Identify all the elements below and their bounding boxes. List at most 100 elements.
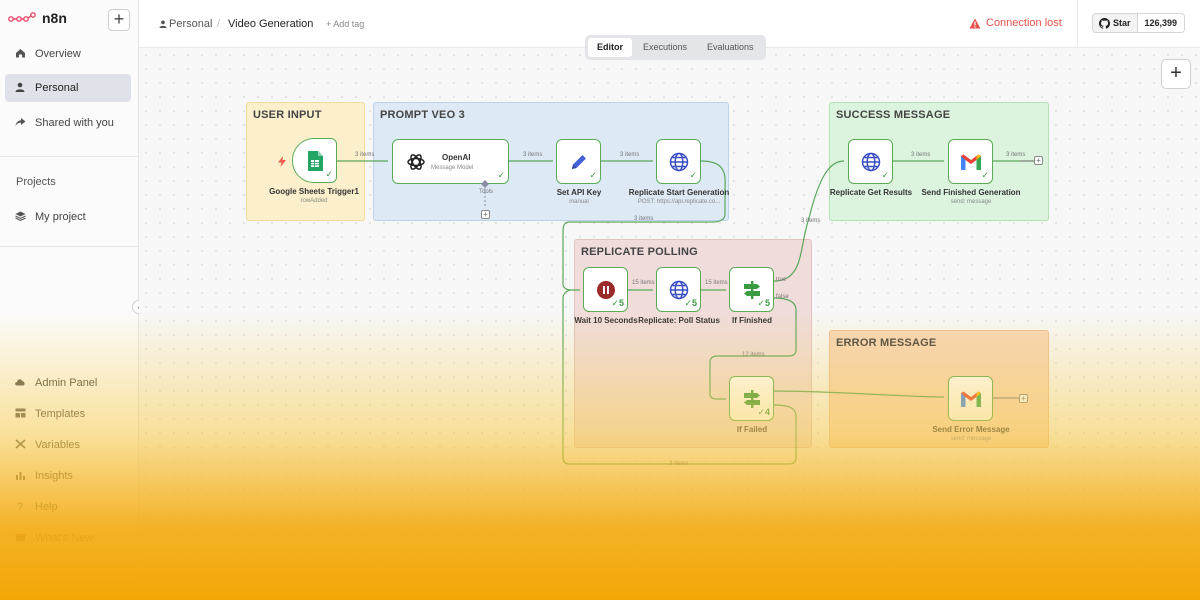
tab-evaluations[interactable]: Evaluations xyxy=(707,42,754,52)
pause-icon xyxy=(596,280,615,299)
warning-icon xyxy=(969,18,981,28)
node-subtitle: send: message xyxy=(950,436,992,442)
insights-icon xyxy=(14,470,26,483)
sidebar-item-label: Admin Panel xyxy=(35,377,98,389)
add-node-panel-button[interactable]: + xyxy=(1161,59,1191,89)
node-label: If Failed xyxy=(736,425,768,434)
edge-label: 3 items xyxy=(669,461,689,467)
editor-tabs: Editor Executions Evaluations xyxy=(585,35,766,60)
sidebar-item-variables[interactable]: Variables xyxy=(5,431,131,459)
connection-status-label: Connection lost xyxy=(986,17,1062,29)
workflow-canvas[interactable]: USER INPUT PROMPT VEO 3 SUCCESS MESSAGE … xyxy=(139,35,1200,600)
openai-icon xyxy=(407,154,425,170)
success-check-icon: ✓ xyxy=(981,170,989,180)
breadcrumb-owner[interactable]: Personal xyxy=(159,18,212,30)
edge-label: 3 items xyxy=(620,152,640,158)
edge-label: 3 items xyxy=(1006,152,1026,158)
add-node-button[interactable]: + xyxy=(1034,156,1043,165)
workflow-name[interactable]: Video Generation xyxy=(228,18,314,30)
node-replicate-start-generation[interactable]: ✓ xyxy=(656,139,701,184)
edge-label: 3 items xyxy=(911,152,931,158)
sidebar-item-label: Overview xyxy=(35,48,81,60)
add-tag-button[interactable]: + Add tag xyxy=(326,19,365,29)
if-split-icon xyxy=(743,280,760,299)
breadcrumb-owner-label: Personal xyxy=(169,18,213,30)
edge-label: 3 items xyxy=(355,152,375,158)
projects-title: Projects xyxy=(16,176,56,188)
node-subtitle: send: message xyxy=(950,199,992,205)
sidebar-item-label: Variables xyxy=(35,439,81,451)
edge-label: 3 items xyxy=(634,216,654,222)
edge-label: 12 items xyxy=(742,352,765,358)
node-label: Replicate Start Generation xyxy=(628,188,730,197)
sidebar-item-my-project[interactable]: My project xyxy=(5,203,131,231)
github-star-count: 126,399 xyxy=(1137,14,1185,32)
github-star-widget[interactable]: Star 126,399 xyxy=(1092,13,1186,33)
github-star-button[interactable]: Star xyxy=(1093,14,1138,32)
node-send-finished-generation[interactable]: ✓ xyxy=(948,139,993,184)
sidebar-item-label: Shared with you xyxy=(35,117,114,129)
sidebar: n8n + Overview Personal Shared with you … xyxy=(0,0,146,600)
sidebar-item-templates[interactable]: Templates xyxy=(5,400,131,428)
sidebar-item-help[interactable]: ? Help xyxy=(5,493,131,521)
sidebar-item-label: Personal xyxy=(35,82,79,94)
node-label: Send Finished Generation xyxy=(921,188,1021,197)
success-check-icon: ✓ xyxy=(689,170,697,180)
sidebar-item-label: Help xyxy=(35,501,58,513)
node-subtitle: rowAdded xyxy=(300,198,328,204)
node-wait-10-seconds[interactable]: ✓5 xyxy=(583,267,628,312)
layers-icon xyxy=(14,211,26,224)
node-label: Google Sheets Trigger1 xyxy=(269,187,359,196)
node-label: Send Error Message xyxy=(932,425,1010,434)
node-replicate-poll-status[interactable]: ✓5 xyxy=(656,267,701,312)
node-openai[interactable]: OpenAI Message Model ✓ xyxy=(392,139,509,184)
sidebar-divider xyxy=(0,156,139,157)
success-check-icon: ✓ xyxy=(497,170,505,180)
sidebar-divider xyxy=(0,246,139,247)
gift-icon xyxy=(14,532,26,545)
templates-icon xyxy=(14,408,26,421)
sidebar-item-personal[interactable]: Personal xyxy=(5,74,131,102)
tools-connector-icon xyxy=(481,180,489,188)
user-icon xyxy=(159,20,167,28)
sidebar-item-overview[interactable]: Overview xyxy=(5,40,131,68)
success-check-icon: ✓5 xyxy=(611,298,624,308)
sidebar-item-insights[interactable]: Insights xyxy=(5,462,131,490)
node-google-sheets-trigger[interactable]: ✓ xyxy=(292,138,337,183)
edge-label: 3 items xyxy=(523,152,543,158)
sidebar-item-label: Insights xyxy=(35,470,73,482)
if-split-icon xyxy=(743,389,760,408)
sidebar-item-admin-panel[interactable]: Admin Panel xyxy=(5,369,131,397)
sidebar-item-whats-new[interactable]: What's New xyxy=(5,524,131,552)
tab-executions[interactable]: Executions xyxy=(643,42,688,52)
add-tool-button[interactable]: + xyxy=(481,210,490,219)
node-subtitle: Message Model xyxy=(431,165,474,171)
node-if-finished[interactable]: ✓5 xyxy=(729,267,774,312)
node-set-api-key[interactable]: ✓ xyxy=(556,139,601,184)
tab-editor[interactable]: Editor xyxy=(588,38,632,57)
success-check-icon: ✓4 xyxy=(757,407,770,417)
share-icon xyxy=(14,117,26,130)
breadcrumb-separator: / xyxy=(217,18,221,30)
globe-icon xyxy=(861,152,880,171)
add-node-button[interactable]: + xyxy=(1019,394,1028,403)
help-icon: ? xyxy=(16,501,24,513)
n8n-logo-icon xyxy=(8,12,36,22)
cloud-icon xyxy=(14,377,26,389)
sidebar-item-label: What's New xyxy=(35,532,94,544)
create-button[interactable]: + xyxy=(108,9,130,31)
n8n-logo[interactable]: n8n xyxy=(8,10,67,26)
node-send-error-message[interactable] xyxy=(948,376,993,421)
success-check-icon: ✓5 xyxy=(684,298,697,308)
sidebar-item-shared[interactable]: Shared with you xyxy=(5,109,131,137)
sidebar-item-label: My project xyxy=(35,211,86,223)
globe-icon xyxy=(669,280,688,299)
node-label: OpenAI xyxy=(442,153,471,162)
node-replicate-get-results[interactable]: ✓ xyxy=(848,139,893,184)
trigger-bolt-icon xyxy=(278,156,286,167)
node-if-failed[interactable]: ✓4 xyxy=(729,376,774,421)
home-icon xyxy=(14,48,26,61)
user-icon xyxy=(14,82,26,95)
edge-label-true: true xyxy=(776,277,787,283)
plus-icon: + xyxy=(1021,394,1026,403)
